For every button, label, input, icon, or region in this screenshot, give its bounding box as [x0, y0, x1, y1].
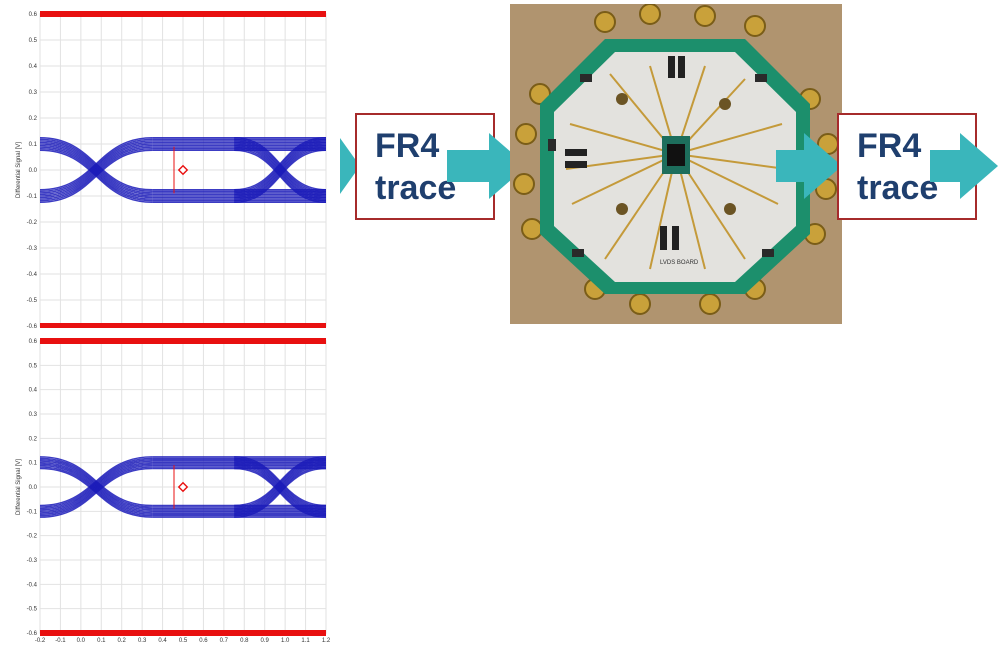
y-tick-label: -0.6 [27, 324, 38, 328]
arrow-out-right-icon [930, 133, 998, 199]
x-tick-label: 0.7 [220, 638, 229, 644]
x-tick-label: -0.1 [55, 638, 66, 644]
y-tick-label: 0.6 [29, 339, 38, 345]
x-tick-label: 0.3 [138, 638, 147, 644]
eye-center-marker [177, 481, 189, 493]
y-tick-label: 0.1 [29, 461, 38, 467]
arrow-out-board-icon [776, 133, 842, 199]
x-tick-label: 0.0 [77, 638, 86, 644]
eye-trace [39, 463, 153, 514]
y-tick-label: 0.4 [29, 388, 38, 394]
eye-trace [39, 141, 153, 196]
eye-trace [234, 137, 327, 191]
y-tick-label: 0.5 [29, 38, 38, 44]
board-label: LVDS BOARD [660, 260, 699, 266]
x-tick-label: 0.5 [179, 638, 188, 644]
y-tick-label: -0.6 [27, 631, 38, 637]
fr4-trace-box-left: FR4 trace [355, 113, 495, 220]
eye-trace [39, 149, 153, 203]
eye-center-marker [177, 164, 189, 176]
x-tick-label: 1.1 [301, 638, 310, 644]
y-tick-label: -0.5 [27, 607, 38, 613]
arrow-right-icon [447, 133, 527, 199]
pcb-board-photo: LVDS BOARD [510, 4, 842, 324]
y-tick-label: -0.5 [27, 298, 38, 304]
x-tick-label: 1.0 [281, 638, 290, 644]
x-tick-label: 0.8 [240, 638, 249, 644]
y-tick-label: -0.3 [27, 246, 38, 252]
y-tick-label: 0.3 [29, 412, 38, 418]
y-tick-label: -0.2 [27, 534, 38, 540]
y-tick-label: 0.4 [29, 64, 38, 70]
x-tick-label: -0.2 [35, 638, 46, 644]
x-tick-label: 0.6 [199, 638, 208, 644]
x-tick-label: 0.4 [158, 638, 167, 644]
x-tick-label: 0.2 [118, 638, 127, 644]
y-tick-label: -0.1 [27, 509, 38, 515]
eye-trace [39, 144, 153, 199]
fr4-trace-label-left: FR4 trace [375, 125, 456, 209]
eye-trace [39, 137, 153, 191]
fr4-line1: FR4 [375, 127, 440, 165]
eye-trace [39, 457, 153, 508]
fr4-trace-label-right: FR4 trace [857, 125, 938, 209]
y-tick-label: -0.3 [27, 558, 38, 564]
eye-diagram-top-svg: 0.6 0.5 0.4 0.3 0.2 0.1 0.0 -0.1 -0.2 -0.3 -0.4 -0.… [16, 11, 327, 328]
y-axis-label: Differential Signal [V] [16, 142, 22, 198]
eye-trace [39, 140, 153, 194]
y-tick-label: 0.3 [29, 90, 38, 96]
eye-trace [39, 456, 153, 507]
eye-diagram-bottom-svg: 0.6 0.5 0.4 0.3 0.2 0.1 0.0 -0.1 -0.2 -0.3 -0.4 -0.… [16, 338, 331, 644]
y-tick-label: 0.2 [29, 436, 38, 442]
eye-trace [39, 467, 153, 518]
eye-trace [39, 147, 153, 202]
eye-trace [39, 466, 153, 517]
eye-trace [39, 138, 153, 193]
x-tick-label: 1.2 [322, 638, 331, 644]
y-axis-label: Differential Signal [V] [16, 459, 22, 515]
y-tick-label: 0.0 [29, 168, 38, 174]
y-tick-label: 0.1 [29, 142, 38, 148]
y-tick-label: 0.0 [29, 485, 38, 491]
y-tick-label: -0.1 [27, 194, 38, 200]
eye-trace [234, 456, 327, 507]
eye-trace [39, 146, 153, 200]
x-tick-label: 0.9 [261, 638, 270, 644]
y-tick-label: 0.5 [29, 363, 38, 369]
eye-diagram-bottom: 0.6 0.5 0.4 0.3 0.2 0.1 0.0 -0.1 -0.2 -0.3 -0.4 -0.… [0, 331, 335, 657]
fr4-line1: FR4 [857, 127, 922, 165]
eye-trace [39, 143, 153, 197]
x-tick-label: 0.1 [97, 638, 106, 644]
eye-trace [39, 464, 153, 515]
y-tick-label: -0.4 [27, 272, 38, 278]
y-tick-label: 0.6 [29, 12, 38, 18]
eye-trace [39, 460, 153, 511]
eye-diagram-top: 0.6 0.5 0.4 0.3 0.2 0.1 0.0 -0.1 -0.2 -0.3 -0.4 -0.… [0, 0, 335, 328]
arrow-in-left-icon [340, 138, 360, 194]
y-tick-label: -0.4 [27, 582, 38, 588]
y-tick-label: -0.2 [27, 220, 38, 226]
fr4-line2: trace [375, 169, 457, 207]
fr4-line2: trace [857, 169, 939, 207]
eye-trace [39, 461, 153, 513]
eye-trace [39, 459, 153, 510]
y-tick-label: 0.2 [29, 116, 38, 122]
